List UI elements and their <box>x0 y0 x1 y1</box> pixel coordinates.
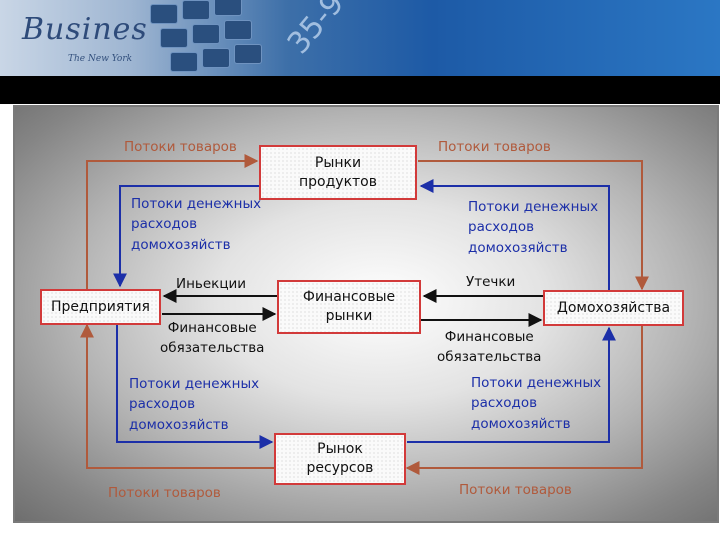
banner-subtitle: The New York <box>68 54 133 64</box>
node-households: Домохозяйства <box>543 290 684 326</box>
label-goods-top-left: Потоки товаров <box>124 139 237 155</box>
label-goods-top-right: Потоки товаров <box>438 139 551 155</box>
black-title-bar <box>0 76 720 104</box>
node-financial-markets: Финансовые рынки <box>277 280 421 334</box>
label-injections: Иньекции <box>176 276 247 292</box>
label-money-top-right: Потоки денежных расходов домохозяйств <box>468 199 599 256</box>
label-money-top-left: Потоки денежных расходов домохозяйств <box>131 196 262 253</box>
goods-arrow-top-left <box>86 154 259 289</box>
label-leakages: Утечки <box>466 274 516 290</box>
keyboard-photo <box>140 0 310 76</box>
label-money-bottom-right: Потоки денежных расходов домохозяйств <box>471 375 602 432</box>
goods-arrow-bottom-right <box>405 324 643 475</box>
label-goods-bottom-left: Потоки товаров <box>108 485 221 501</box>
money-arrow-bottom-right <box>407 326 616 443</box>
money-arrow-top-left <box>113 185 260 288</box>
goods-arrow-bottom-left <box>80 323 275 469</box>
label-goods-bottom-right: Потоки товаров <box>459 482 572 498</box>
header-banner: Busines The New York 35-9 <box>0 0 720 76</box>
label-fin-obligations-right: Финансовые обязательства <box>437 329 542 366</box>
node-product-markets: Рынки продуктов <box>259 145 417 200</box>
money-arrow-top-right <box>419 179 610 293</box>
money-arrow-bottom-left <box>116 325 274 449</box>
label-money-bottom-left: Потоки денежных расходов домохозяйств <box>129 376 260 433</box>
label-fin-obligations-left: Финансовые обязательства <box>160 320 265 357</box>
goods-arrow-top-right <box>418 160 649 291</box>
banner-logo-text: Busines <box>22 12 148 47</box>
node-resource-market: Рынок ресурсов <box>274 433 406 485</box>
node-enterprises: Предприятия <box>40 289 161 325</box>
